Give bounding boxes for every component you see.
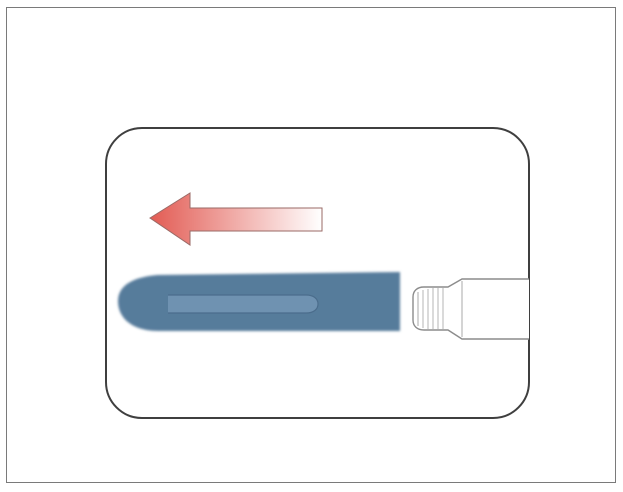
- instruction-panel: [106, 128, 529, 418]
- pen-cap-icon: [118, 272, 400, 331]
- pen-body-icon: [413, 279, 540, 339]
